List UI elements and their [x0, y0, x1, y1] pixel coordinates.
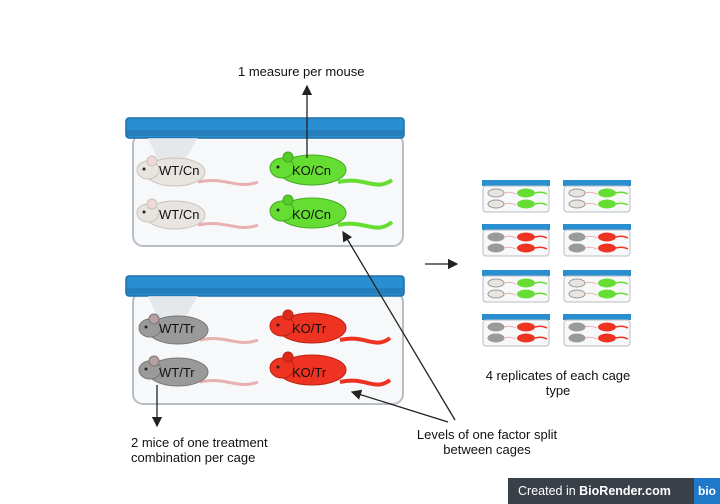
mouse-label-ko-cn-1: KO/Cn	[292, 163, 331, 178]
replicate-cage	[563, 180, 631, 213]
replicate-cage	[482, 224, 550, 257]
mouse-label-ko-cn-2: KO/Cn	[292, 207, 331, 222]
mouse-label-wt-tr-1: WT/Tr	[159, 321, 195, 336]
replicates-label-line1: 4 replicates of each cage	[485, 368, 631, 383]
mouse-label-ko-tr-2: KO/Tr	[292, 365, 327, 380]
mouse-label-wt-cn-1: WT/Cn	[159, 163, 199, 178]
measure-label: 1 measure per mouse	[238, 64, 365, 79]
two-mice-label-line2: combination per cage	[131, 450, 256, 465]
mouse-wt-tr-1	[138, 313, 259, 345]
replicate-cage	[563, 224, 631, 257]
biorender-logo-icon: bio	[694, 478, 720, 504]
mouse-label-ko-tr-1: KO/Tr	[292, 321, 327, 336]
mouse-ko-cn-2	[269, 194, 394, 230]
footer-brand: BioRender.com	[579, 484, 671, 498]
levels-arrow-to-tr	[350, 389, 449, 423]
mouse-ko-cn-1	[269, 151, 394, 187]
footer-text: Created in BioRender.com	[508, 484, 694, 498]
replicate-cage	[482, 180, 550, 213]
levels-label: Levels of one factor split between cages	[395, 427, 579, 457]
mouse-wt-cn-2	[136, 198, 259, 230]
levels-arrow-to-cn	[342, 230, 456, 421]
two-mice-label-line1: 2 mice of one treatment	[131, 435, 268, 450]
biorender-footer[interactable]: Created in BioRender.com bio	[508, 478, 720, 504]
footer-prefix: Created in	[518, 484, 580, 498]
mouse-label-wt-cn-2: WT/Cn	[159, 207, 199, 222]
mouse-ko-tr-1	[269, 309, 392, 345]
replicate-cage	[563, 314, 631, 347]
levels-label-line1: Levels of one factor split	[416, 427, 558, 442]
two-mice-label: 2 mice of one treatment combination per …	[131, 435, 341, 465]
replicate-cage-grid	[482, 180, 631, 347]
mouse-wt-cn-1	[136, 155, 259, 187]
replicate-cage	[563, 270, 631, 303]
replicate-cage	[482, 270, 550, 303]
replicates-label: 4 replicates of each cage type	[470, 368, 646, 398]
replicates-label-line2: type	[545, 383, 571, 398]
mouse-wt-tr-2	[138, 355, 259, 387]
mouse-ko-tr-2	[269, 351, 392, 387]
replicate-cage	[482, 314, 550, 347]
levels-label-line2: between cages	[443, 442, 531, 457]
mouse-label-wt-tr-2: WT/Tr	[159, 365, 195, 380]
